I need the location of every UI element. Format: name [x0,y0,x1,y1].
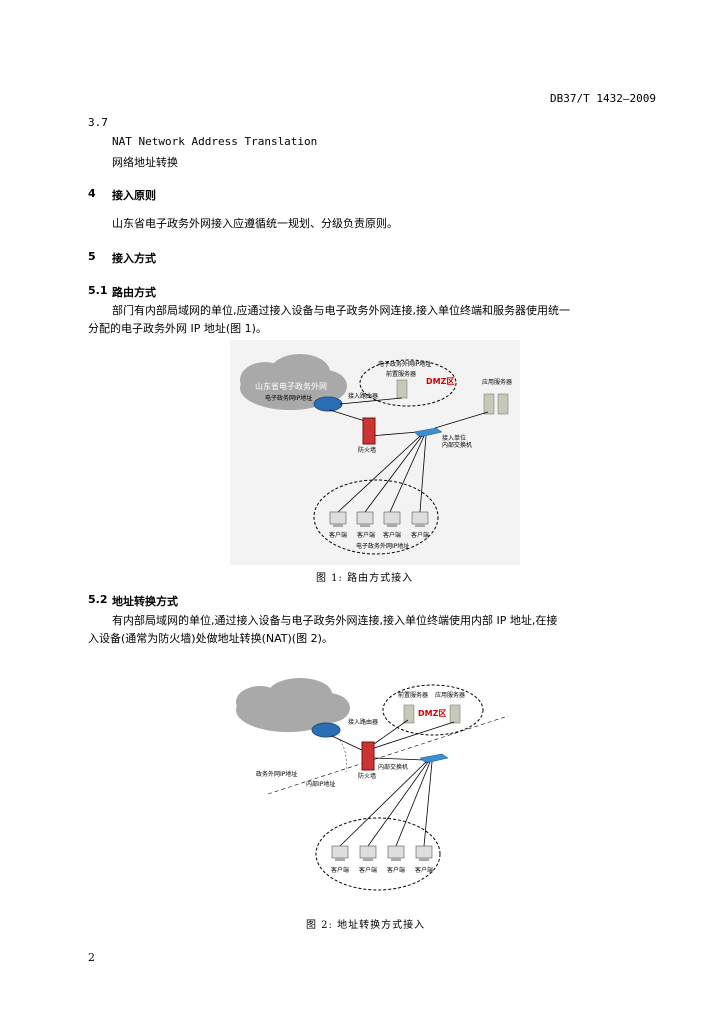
section-5-title: 接入方式 [112,252,156,265]
client-label-1: 客户端 [331,866,349,874]
dmz-label: DMZ区 [426,377,454,386]
standard-number: DB37/T 1432—2009 [550,92,656,105]
term-chinese: 网络地址转换 [112,156,178,169]
cloud-icon [240,354,347,410]
client-label-2: 客户端 [357,531,375,539]
figure-1-diagram: 山东省电子政务外网 电子政务网IP地址 电子政务外网IP地址 前置服务器 DMZ… [230,340,520,565]
app-server-icon [449,704,461,724]
firewall-icon [361,741,375,771]
switch-label: 内部交换机 [378,763,408,771]
section-5-1-body-line1: 部门有内部局域网的单位,应通过接入设备与电子政务外网连接,接入单位终端和服务器使… [112,304,570,317]
lan-zone [313,479,439,555]
router-icon [311,722,341,738]
section-4-number: 4 [88,187,96,200]
front-server-label: 前置服务器 [398,691,428,699]
client-icon-1 [329,511,347,527]
section-5-2-title: 地址转换方式 [112,595,178,608]
client-label-3: 客户端 [387,866,405,874]
section-5-1-body-line2: 分配的电子政务外网 IP 地址(图 1)。 [88,322,267,335]
client-icon-2 [359,845,377,861]
section-5-2-body-line1: 有内部局域网的单位,通过接入设备与电子政务外网连接,接入单位终端使用内部 IP … [112,614,558,627]
cloud-icon [236,678,350,732]
front-server-icon [396,379,408,399]
dmz-label: DMZ区 [418,709,446,718]
router-label: 接入路由器 [348,392,378,400]
client-label-3: 客户端 [383,531,401,539]
dmz-top-label: 电子政务外网IP地址 [378,360,431,368]
client-icon-1 [331,845,349,861]
switch-label: 接入单位内部交换机 [442,434,472,449]
section-4-title: 接入原则 [112,189,156,202]
section-5-1-title: 路由方式 [112,286,156,299]
cloud-label: 山东省电子政务外网 [255,381,327,391]
firewall-icon [362,417,376,445]
client-label-2: 客户端 [359,866,377,874]
section-4-body: 山东省电子政务外网接入应遵循统一规划、分级负责原则。 [112,217,398,230]
section-5-1-number: 5.1 [88,284,108,297]
client-icon-4 [415,845,433,861]
term-english: NAT Network Address Translation [112,135,318,148]
nat-arrow [339,739,347,773]
firewall-label: 防火墙 [358,446,376,454]
boundary-line [267,715,509,795]
section-5-number: 5 [88,250,96,263]
app-server-icon-2 [497,393,509,415]
client-label-4: 客户端 [411,531,429,539]
section-3-7-number: 3.7 [88,116,108,129]
router-icon [313,396,343,412]
client-icon-2 [356,511,374,527]
router-label: 接入路由器 [348,718,378,726]
external-ip-label: 政务外网IP地址 [256,770,297,778]
figure-1-caption: 图 1: 路由方式接入 [316,573,414,584]
internal-ip-label: 内部IP地址 [306,780,335,788]
firewall-label: 防火墙 [358,772,376,780]
lan-zone [315,817,441,891]
cloud-sub-label: 电子政务网IP地址 [265,394,312,402]
section-5-2-body-line2: 入设备(通常为防火墙)处做地址转换(NAT)(图 2)。 [88,632,333,645]
figure-2-caption: 图 2: 地址转换方式接入 [306,920,426,931]
app-server-label: 应用服务器 [435,691,465,699]
client-label-4: 客户端 [415,866,433,874]
switch-icon [413,427,443,438]
app-server-icon-1 [483,393,495,415]
app-server-label: 应用服务器 [482,378,512,386]
dmz-zone [359,359,457,407]
dmz-server-label: 前置服务器 [386,370,416,378]
client-icon-3 [383,511,401,527]
switch-icon [419,753,449,764]
client-icon-4 [411,511,429,527]
front-server-icon [403,704,415,724]
client-label-1: 客户端 [329,531,347,539]
lan-label: 电子政务外网IP地址 [356,542,409,550]
figure-2-diagram: 前置服务器 应用服务器 DMZ区 接入路由器 防火墙 内部交换机 政务外网IP地… [236,678,509,891]
dmz-zone [382,684,484,736]
client-icon-3 [387,845,405,861]
page-number: 2 [88,951,95,964]
section-5-2-number: 5.2 [88,593,108,606]
